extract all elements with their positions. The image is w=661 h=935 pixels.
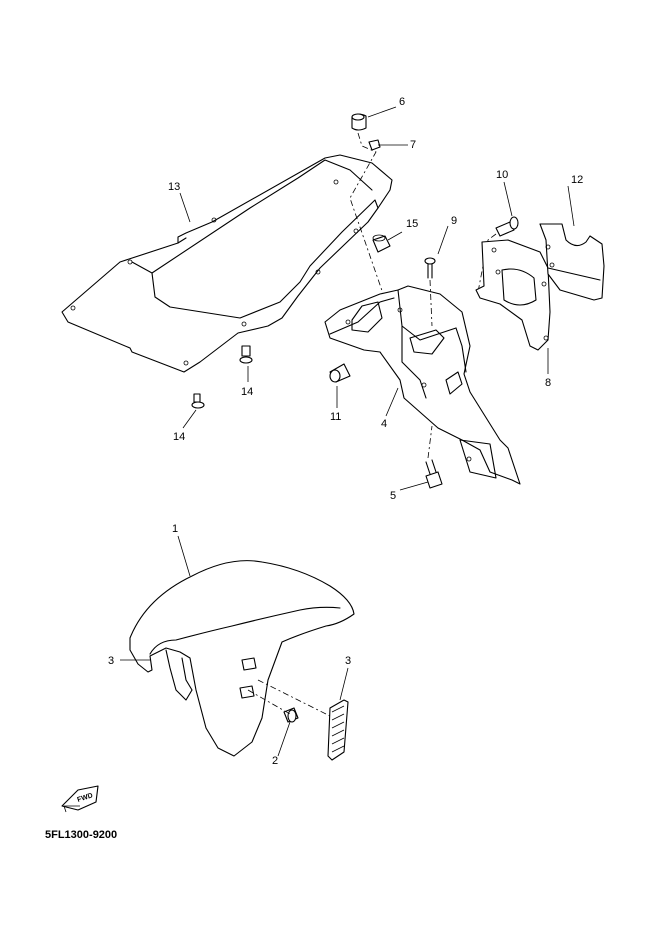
cap-nut-part [329,363,351,383]
screw-2-part [283,707,299,723]
nut-part [368,139,381,151]
grommet-part [351,113,367,131]
callout-4: 4 [381,418,387,430]
callout-6: 6 [399,96,405,108]
plate-part [539,223,605,301]
callout-10: 10 [496,169,508,181]
callout-5: 5 [390,490,396,502]
callout-9: 9 [451,215,457,227]
callout-14a: 14 [241,386,253,398]
fwd-label: FWD [76,792,93,804]
callout-15: 15 [406,218,418,230]
callout-12: 12 [571,174,583,186]
callout-7: 7 [410,139,416,151]
fwd-arrow-icon: FWD [61,785,99,813]
callout-1: 1 [172,523,178,535]
callout-8: 8 [545,377,551,389]
callout-3a: 3 [108,655,114,667]
bracket-part [475,239,551,351]
front-fender-part [129,560,355,757]
callout-2: 2 [272,755,278,767]
seat-cowl-part [61,154,393,373]
leader-lines [120,106,575,757]
bolt-10-part [495,216,519,237]
diagram-code: 5FL1300-9200 [45,829,118,841]
callouts: 6 7 13 10 12 15 9 8 14 11 4 14 5 1 3 3 2 [108,96,583,767]
bolt-5-part [425,459,443,489]
callout-3b: 3 [345,655,351,667]
callout-14b: 14 [173,431,185,443]
screw-14b-part [191,393,205,409]
callout-13: 13 [168,181,180,193]
screw-9-part [424,257,436,279]
rear-fender-part [324,285,521,485]
damper-part [372,234,391,253]
callout-11: 11 [330,411,341,423]
reflector-part [327,699,349,761]
screw-14a-part [239,345,253,364]
